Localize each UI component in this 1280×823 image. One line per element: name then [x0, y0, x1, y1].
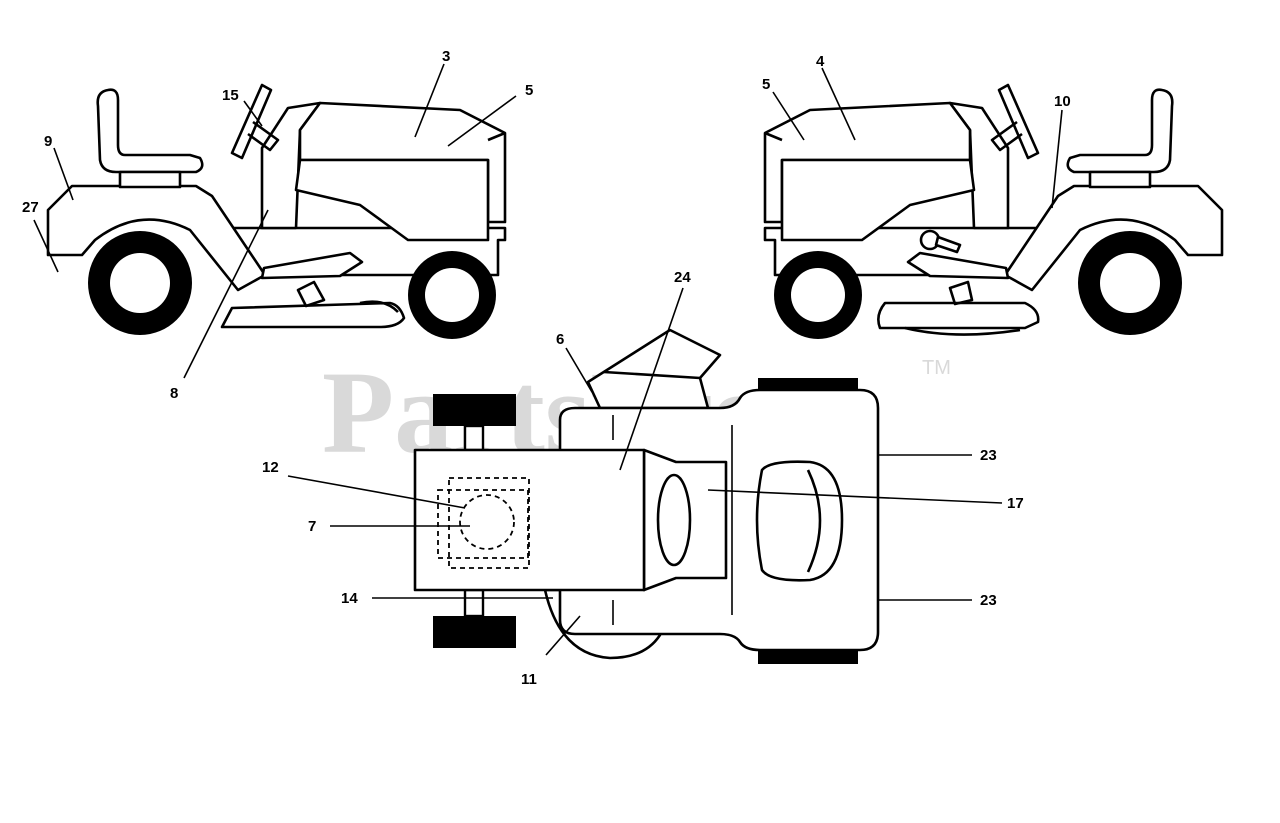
callout-12: 12: [262, 459, 279, 476]
steering-wheel-top: [656, 473, 692, 567]
rear-fender-right: [1003, 184, 1224, 292]
rear-fender-left: [46, 184, 267, 292]
seat-right: [1066, 88, 1174, 174]
callout-17: 17: [1007, 495, 1024, 512]
rear-tire-top-upper: [758, 378, 858, 392]
front-tire-top-upper: [433, 394, 516, 426]
callout-23-upper: 23: [980, 447, 997, 464]
callout-9: 9: [44, 133, 52, 150]
callout-23-lower: 23: [980, 592, 997, 609]
callout-27: 27: [22, 199, 39, 216]
callout-5-right: 5: [762, 76, 770, 93]
tractor-top-view: [413, 328, 880, 664]
callout-8: 8: [170, 385, 178, 402]
callout-11: 11: [521, 671, 537, 688]
callout-24: 24: [674, 269, 691, 286]
mower-deck: [220, 301, 406, 329]
mower-deck-right: [877, 301, 1040, 330]
callout-labels: 3 5 15 9 27 8 4 5 10 24 6 12 7 14 11 23 …: [22, 48, 1071, 688]
callout-4: 4: [816, 53, 825, 70]
seat-top: [755, 460, 844, 582]
callout-5-left: 5: [525, 82, 533, 99]
steering-wheel-left: [230, 83, 273, 160]
tractor-right-side-view: [763, 83, 1224, 339]
lift-lever-right: [906, 251, 1010, 280]
callout-15: 15: [222, 87, 239, 104]
callout-3: 3: [442, 48, 450, 65]
watermark-trademark: TM: [922, 357, 951, 379]
steering-wheel-right: [997, 83, 1040, 160]
front-tire-top-lower: [433, 616, 516, 648]
callout-10: 10: [1054, 93, 1071, 110]
callout-6: 6: [556, 331, 564, 348]
seat-left: [96, 88, 204, 174]
rear-tire-top-lower: [758, 650, 858, 664]
discharge-chute: [586, 328, 722, 410]
ignition-key-icon: [919, 229, 962, 254]
lift-lever-left: [260, 251, 364, 280]
leader-lines: [33, 63, 1063, 656]
tractor-left-side-view: [46, 83, 507, 339]
callout-7: 7: [308, 518, 316, 535]
callout-14: 14: [341, 590, 358, 607]
